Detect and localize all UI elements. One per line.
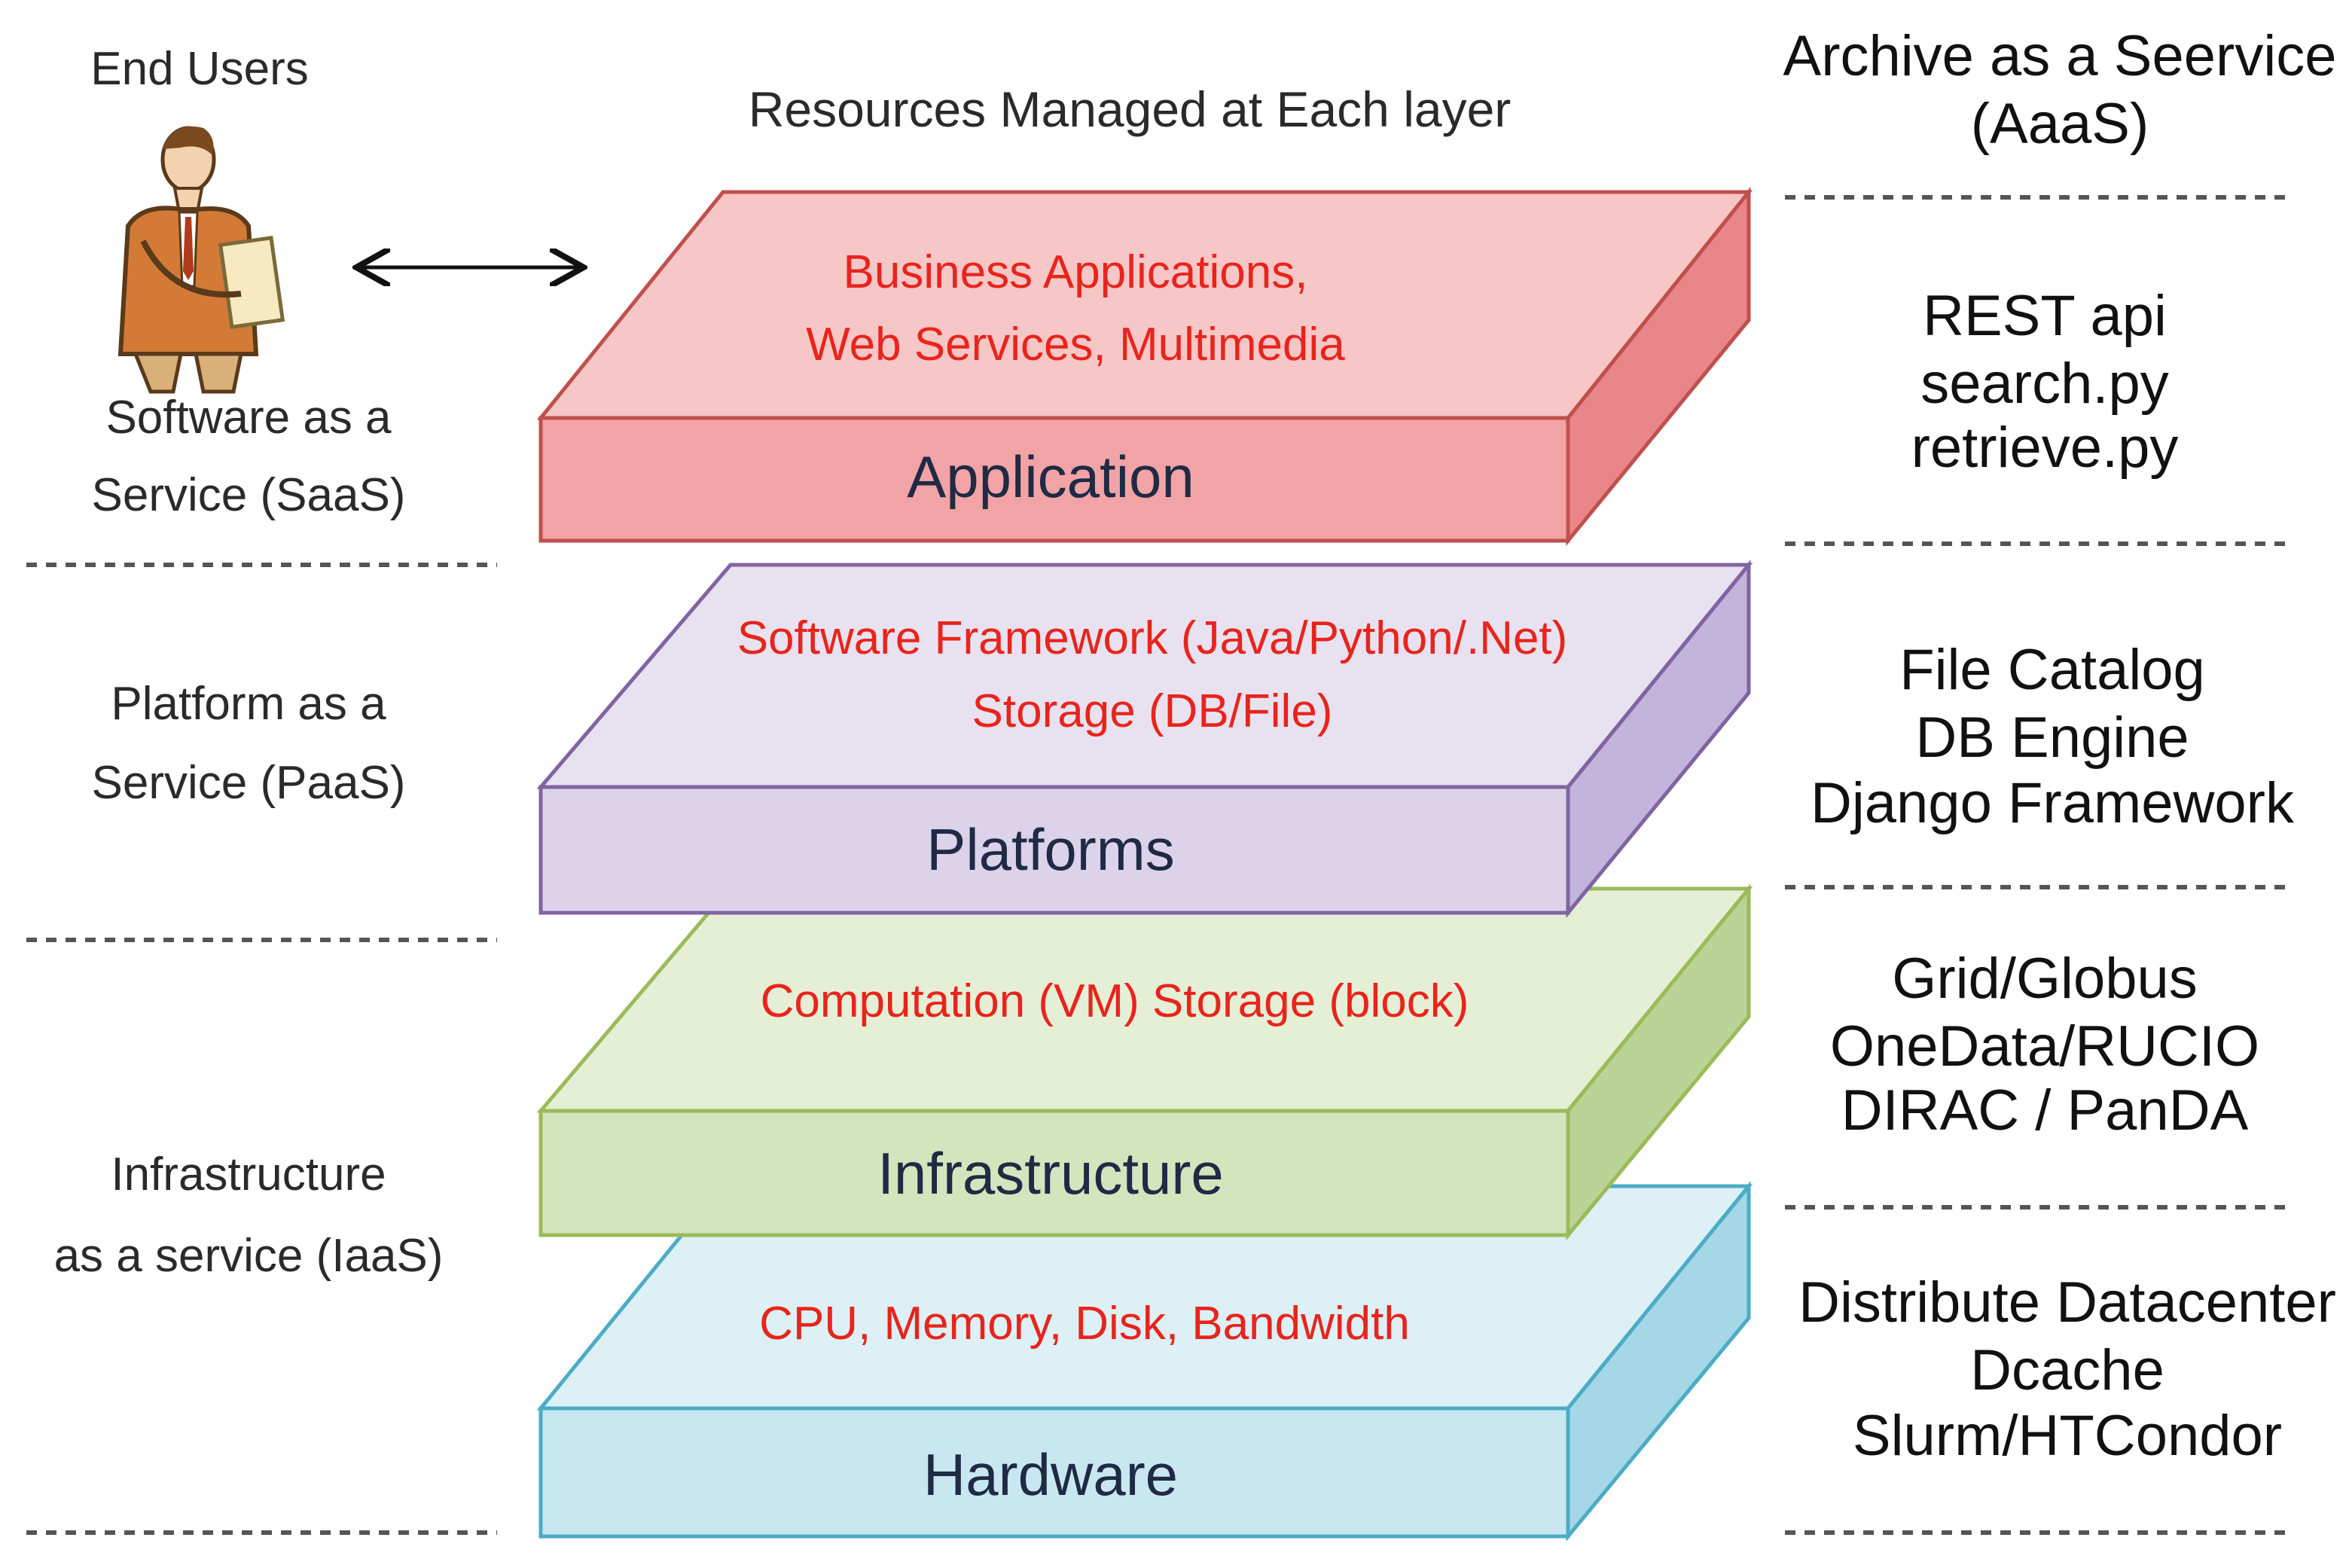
layer-hardware-label: Hardware <box>923 1441 1178 1508</box>
right-iaas-lower-item: Dcache <box>1970 1338 2164 1402</box>
layer-platforms-desc-line1: Software Framework (Java/Python/.Net) <box>737 612 1568 664</box>
right-iaas-upper-item: DIRAC / PanDA <box>1841 1078 2249 1142</box>
right-saas-item: retrieve.py <box>1911 416 2179 480</box>
layer-hardware-front <box>538 1406 1570 1539</box>
paas-label-line1: Platform as a <box>111 678 386 730</box>
end-user-person-icon <box>117 126 285 394</box>
right-saas-item: search.py <box>1920 352 2169 416</box>
layer-application-front <box>538 416 1570 543</box>
right-paas-item: DB Engine <box>1915 706 2189 770</box>
right-iaas-lower-item: Distribute Datacenter <box>1798 1271 2336 1335</box>
layer-infrastructure-label: Infrastructure <box>877 1140 1224 1207</box>
layer-application-desc-line2: Web Services, Multimedia <box>806 319 1345 371</box>
aaas-title-line1: Archive as a Seervice <box>1783 24 2337 88</box>
layer-application: Business Applications, Web Services, Mul… <box>536 186 1753 546</box>
layer-infrastructure: Computation (VM) Storage (block) Infrast… <box>536 883 1753 1240</box>
saas-label-line2: Service (SaaS) <box>92 469 406 521</box>
aaas-title-line2: (AaaS) <box>1971 92 2149 156</box>
resources-title: Resources Managed at Each layer <box>749 81 1512 137</box>
right-paas-item: File Catalog <box>1899 638 2205 702</box>
layer-platforms-top <box>536 563 1753 789</box>
layer-application-top <box>536 190 1753 420</box>
layer-platforms-label: Platforms <box>926 816 1174 883</box>
layer-platforms: Software Framework (Java/Python/.Net) St… <box>536 559 1753 918</box>
right-iaas-upper-item: Grid/Globus <box>1892 947 2198 1011</box>
right-saas-item: REST api <box>1923 284 2167 348</box>
layer-application-label: Application <box>907 444 1194 510</box>
layer-application-desc-line1: Business Applications, <box>844 246 1308 298</box>
layer-hardware-desc: CPU, Memory, Disk, Bandwidth <box>759 1298 1410 1350</box>
iaas-label-line1: Infrastructure <box>111 1149 386 1200</box>
right-paas-item: Django Framework <box>1811 771 2295 835</box>
layer-hardware: CPU, Memory, Disk, Bandwidth Hardware <box>536 1180 1753 1542</box>
layer-infrastructure-desc: Computation (VM) Storage (block) <box>761 975 1469 1027</box>
end-users-label: End Users <box>90 43 308 95</box>
layer-platforms-front <box>538 785 1570 915</box>
layer-infrastructure-front <box>538 1109 1570 1237</box>
right-iaas-lower-item: Slurm/HTCondor <box>1853 1404 2282 1468</box>
paas-label-line2: Service (PaaS) <box>92 757 406 809</box>
saas-label-line1: Software as a <box>105 392 392 444</box>
layer-platforms-desc-line2: Storage (DB/File) <box>972 685 1333 737</box>
iaas-label-line2: as a service (IaaS) <box>54 1230 444 1282</box>
right-iaas-upper-item: OneData/RUCIO <box>1830 1014 2259 1078</box>
